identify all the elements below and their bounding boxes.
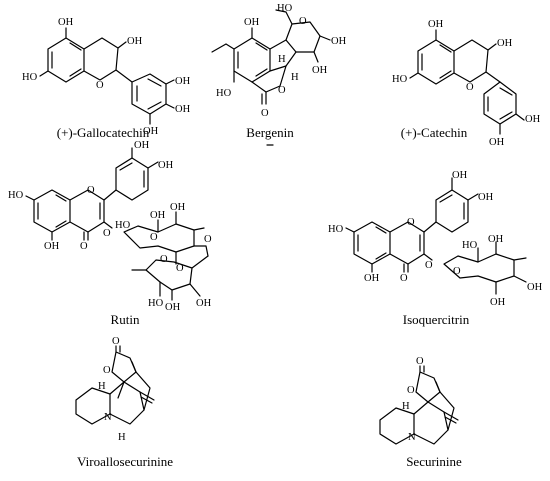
atom-label: OH: [58, 17, 74, 28]
structure-gallocatechin: [39, 27, 175, 125]
atom-label: HO: [328, 224, 344, 235]
structure-bergenin: [211, 9, 331, 105]
atom-label: OH: [150, 210, 166, 221]
atom-label: OH: [525, 114, 541, 125]
atom-label: OH: [143, 126, 159, 137]
structure-viroallosecurinine: [75, 345, 155, 425]
atom-label: O: [87, 185, 95, 196]
atom-label: O: [453, 266, 461, 277]
compound-securinine: O O H N Securinine: [379, 356, 462, 469]
atom-label: OH: [44, 241, 60, 252]
atom-label: OH: [175, 76, 191, 87]
atom-label: OH: [527, 282, 543, 293]
atom-label: O: [261, 108, 269, 119]
atom-label: OH: [364, 273, 380, 284]
atom-label: H: [402, 401, 410, 412]
atom-label: HO: [22, 72, 38, 83]
atom-label: N: [408, 432, 416, 443]
atom-label: O: [160, 254, 168, 265]
atom-label: OH: [127, 36, 143, 47]
atom-label: OH: [312, 65, 328, 76]
atom-label: O: [299, 16, 307, 27]
atom-label: O: [112, 336, 120, 347]
atom-label: O: [466, 82, 474, 93]
atom-label: H: [118, 432, 126, 443]
atom-label: O: [80, 241, 88, 252]
structure-securinine: [379, 365, 459, 445]
compound-bergenin: HO OH O OH OH H H O HO O Bergenin: [211, 3, 347, 146]
atom-label: OH: [331, 36, 347, 47]
atom-label: O: [150, 232, 158, 243]
atom-label: O: [96, 80, 104, 91]
atom-label: HO: [216, 88, 232, 99]
atom-label: HO: [115, 220, 131, 231]
atom-label: OH: [158, 160, 174, 171]
atom-label: O: [425, 260, 433, 271]
compound-name: (+)-Catechin: [401, 125, 468, 140]
atom-label: O: [176, 263, 184, 274]
compound-viroallosecurinine: O O H N H Viroallosecurinine: [75, 336, 173, 469]
compound-catechin: OH OH HO O OH OH (+)-Catechin: [392, 19, 541, 148]
structure-isoquercitrin: [345, 177, 527, 295]
compound-name: Viroallosecurinine: [77, 454, 173, 469]
atom-label: OH: [175, 104, 191, 115]
atom-label: HO: [462, 240, 478, 251]
atom-label: H: [278, 54, 286, 65]
atom-label: O: [416, 356, 424, 367]
atom-label: HO: [392, 74, 408, 85]
compound-name: Securinine: [406, 454, 462, 469]
atom-label: H: [98, 381, 106, 392]
atom-label: O: [204, 234, 212, 245]
atom-label: OH: [165, 302, 181, 313]
structure-catechin: [409, 29, 525, 135]
atom-label: OH: [196, 298, 212, 309]
atom-label: O: [407, 385, 415, 396]
atom-label: OH: [170, 202, 186, 213]
atom-label: O: [103, 228, 111, 239]
atom-label: HO: [277, 3, 293, 14]
structure-rutin: [25, 147, 209, 301]
compound-name: (+)-Gallocatechin: [57, 125, 150, 140]
atom-label: N: [104, 412, 112, 423]
atom-label: OH: [488, 234, 504, 245]
atom-label: O: [103, 365, 111, 376]
atom-label: HO: [8, 190, 24, 201]
atom-label: O: [407, 217, 415, 228]
atom-label: OH: [134, 140, 150, 151]
compound-rutin: OH OH HO O OH O O HO OH O OH O O O HO OH…: [8, 140, 212, 327]
atom-label: HO: [148, 298, 164, 309]
compound-name: Rutin: [111, 312, 140, 327]
compound-isoquercitrin: OH OH HO O OH O O HO OH O OH OH Isoquerc…: [328, 170, 543, 327]
atom-label: OH: [478, 192, 494, 203]
atom-label: O: [278, 85, 286, 96]
compound-gallocatechin: OH OH HO O OH OH OH (+)-Gallocatechin: [22, 17, 191, 140]
atom-label: OH: [428, 19, 444, 30]
atom-label: O: [400, 273, 408, 284]
atom-label: OH: [489, 137, 505, 148]
atom-label: OH: [497, 38, 513, 49]
atom-label: OH: [490, 297, 506, 308]
atom-label: OH: [244, 17, 260, 28]
atom-label: H: [291, 72, 299, 83]
compound-name: Bergenin: [246, 125, 294, 140]
compound-name: Isoquercitrin: [403, 312, 470, 327]
atom-label: OH: [452, 170, 468, 181]
